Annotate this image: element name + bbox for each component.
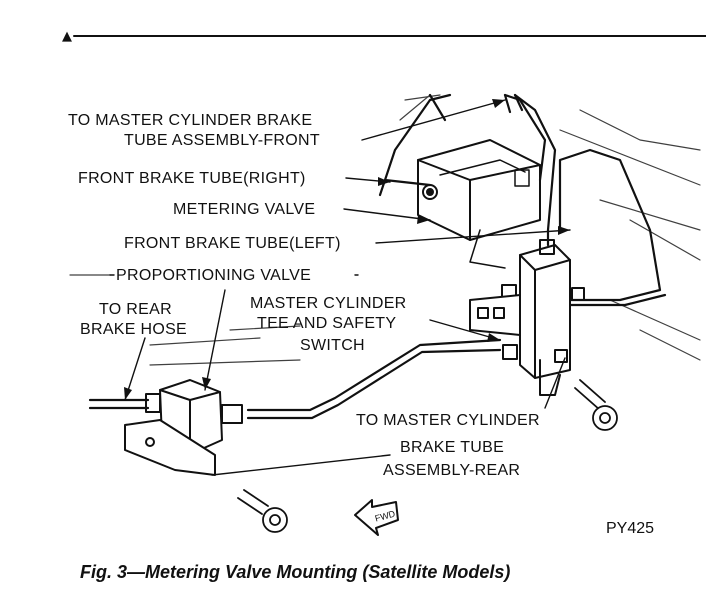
label-tee-switch-line2: TEE AND SAFETY bbox=[257, 315, 397, 332]
label-proportioning-valve: PROPORTIONING VALVE bbox=[116, 267, 312, 284]
metering-valve-shape bbox=[417, 139, 541, 269]
label-front-brake-tube-left: FRONT BRAKE TUBE(LEFT) bbox=[124, 235, 341, 252]
fwd-direction-arrow: FWD bbox=[354, 499, 399, 536]
figure-caption: Fig. 3—Metering Valve Mounting (Satellit… bbox=[80, 562, 511, 582]
label-tee-switch-line1: MASTER CYLINDER bbox=[250, 295, 407, 312]
bolt-left bbox=[237, 489, 288, 533]
tee-safety-switch-shape bbox=[469, 239, 585, 396]
front-brake-tubes bbox=[378, 93, 667, 307]
label-to-rear-line1: TO REAR bbox=[99, 301, 172, 318]
label-to-master-front-line2: TUBE ASSEMBLY-FRONT bbox=[124, 132, 320, 149]
proportioning-valve-shape bbox=[124, 379, 243, 476]
label-to-rear-line2: BRAKE HOSE bbox=[80, 321, 188, 338]
label-front-brake-tube-right: FRONT BRAKE TUBE(RIGHT) bbox=[78, 170, 306, 187]
label-metering-valve: METERING VALVE bbox=[173, 201, 316, 218]
vehicle-frame-lines bbox=[69, 94, 701, 366]
label-to-master-rear-line2: BRAKE TUBE bbox=[400, 439, 505, 456]
label-to-master-rear-line1: TO MASTER CYLINDER bbox=[356, 412, 540, 429]
label-tee-switch-line3: SWITCH bbox=[300, 337, 365, 354]
bolt-right bbox=[574, 379, 618, 431]
rear-brake-tube bbox=[88, 338, 502, 420]
arrowheads bbox=[124, 99, 570, 400]
header-marker: ▲ bbox=[62, 29, 72, 44]
label-to-master-rear-line3: ASSEMBLY-REAR bbox=[383, 462, 521, 479]
figure-reference-code: PY425 bbox=[606, 520, 655, 537]
label-to-master-front-line1: TO MASTER CYLINDER BRAKE bbox=[68, 112, 313, 129]
